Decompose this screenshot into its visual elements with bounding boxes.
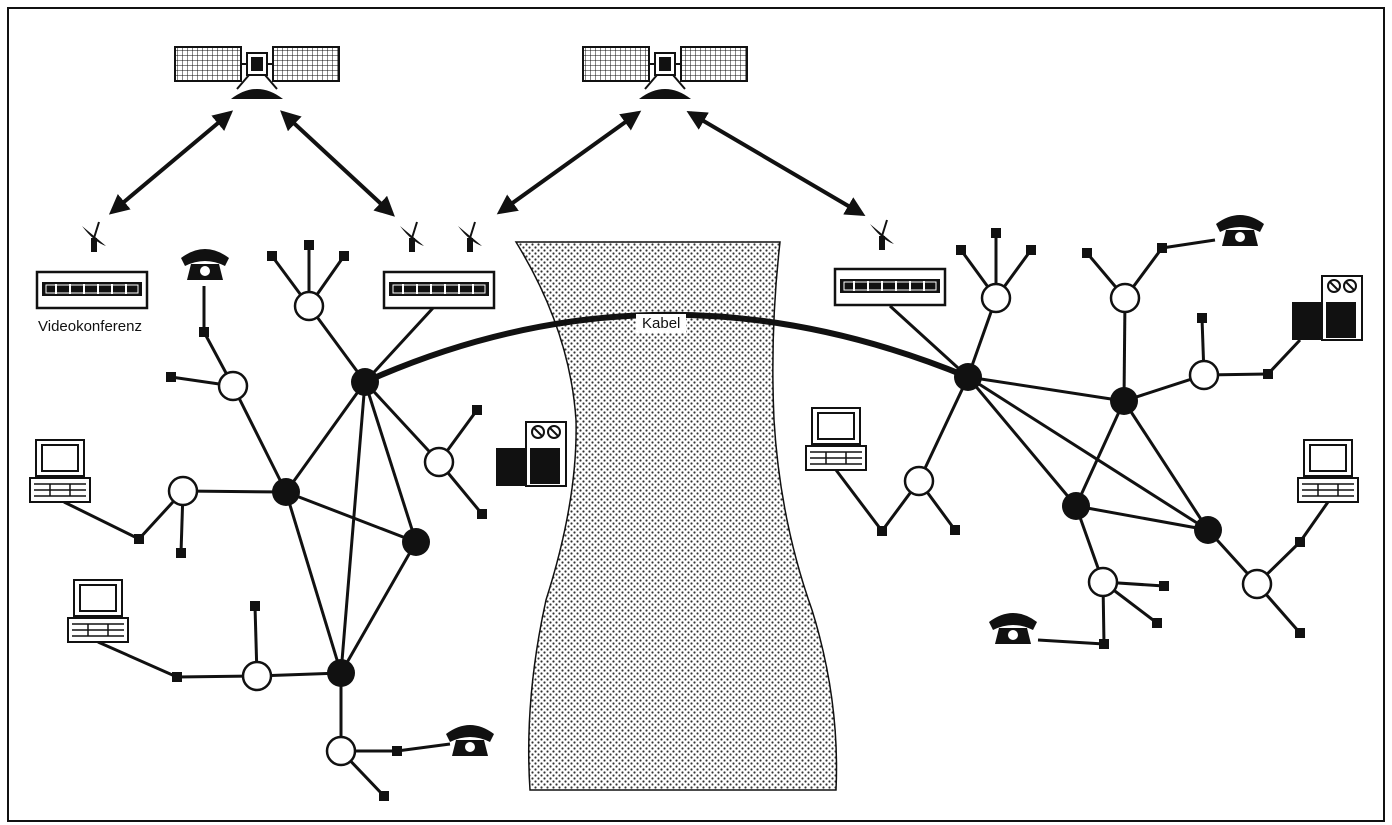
network-node-icon xyxy=(217,370,249,402)
terminal-endpoint-icon xyxy=(1157,243,1167,253)
terminal-endpoint-icon xyxy=(176,548,186,558)
terminal-endpoint-icon xyxy=(956,245,966,255)
telephone-icon xyxy=(1215,214,1265,247)
satellite-links xyxy=(108,110,866,217)
satellite-dish-icon xyxy=(457,221,483,253)
terminal-endpoint-icon xyxy=(339,251,349,261)
satellite-icon xyxy=(174,46,340,100)
fax-machine-icon xyxy=(495,421,567,487)
computer-terminal-icon xyxy=(67,579,129,643)
telephone-icon xyxy=(988,612,1038,645)
network-node-icon xyxy=(293,290,325,322)
river xyxy=(514,241,838,791)
terminal-endpoints xyxy=(134,228,1305,801)
terminal-endpoint-icon xyxy=(991,228,1001,238)
videoconference-label: Videokonferenz xyxy=(38,318,142,335)
terminal-endpoint-icon xyxy=(166,372,176,382)
network-node-icon xyxy=(423,446,455,478)
terminal-endpoint-icon xyxy=(304,240,314,250)
terminal-endpoint-icon xyxy=(267,251,277,261)
fax-machine-icon xyxy=(1291,275,1363,341)
network-node-icon xyxy=(402,528,430,556)
terminal-endpoint-icon xyxy=(472,405,482,415)
terminal-endpoint-icon xyxy=(477,509,487,519)
terminal-endpoint-icon xyxy=(379,791,389,801)
computer-terminal-icon xyxy=(1297,439,1359,503)
computer-terminal-icon xyxy=(805,407,867,471)
switch-nodes xyxy=(167,282,1273,767)
satellite-dish-icon xyxy=(81,221,107,253)
terminal-endpoint-icon xyxy=(1026,245,1036,255)
network-node-icon xyxy=(1188,359,1220,391)
cable-label: Kabel xyxy=(636,314,687,333)
network-node-icon xyxy=(1194,516,1222,544)
terminal-endpoint-icon xyxy=(950,525,960,535)
network-node-icon xyxy=(1062,492,1090,520)
left-network-links xyxy=(63,245,484,798)
terminal-endpoint-icon xyxy=(392,746,402,756)
terminal-endpoint-icon xyxy=(1197,313,1207,323)
terminal-endpoint-icon xyxy=(1159,581,1169,591)
network-node-icon xyxy=(272,478,300,506)
terminal-endpoint-icon xyxy=(1099,639,1109,649)
satellite-dish-icon xyxy=(869,219,895,251)
terminal-endpoint-icon xyxy=(134,534,144,544)
telephone-icon xyxy=(445,724,495,757)
network-node-icon xyxy=(954,363,982,391)
computer-terminal-icon xyxy=(29,439,91,503)
terminal-endpoint-icon xyxy=(1152,618,1162,628)
network-node-icon xyxy=(1241,568,1273,600)
terminal-endpoint-icon xyxy=(877,526,887,536)
terminal-endpoint-icon xyxy=(250,601,260,611)
ground-station-icon xyxy=(833,267,947,307)
network-node-icon xyxy=(1087,566,1119,598)
network-node-icon xyxy=(325,735,357,767)
network-node-icon xyxy=(351,368,379,396)
figure-frame xyxy=(7,7,1385,822)
terminal-endpoint-icon xyxy=(1082,248,1092,258)
ground-station-icon xyxy=(382,270,496,310)
network-node-icon xyxy=(327,659,355,687)
terminal-endpoint-icon xyxy=(1263,369,1273,379)
network-node-icon xyxy=(241,660,273,692)
telephone-icon xyxy=(180,248,230,281)
hub-nodes xyxy=(272,363,1222,687)
terminal-endpoint-icon xyxy=(1295,537,1305,547)
network-node-icon xyxy=(167,475,199,507)
satellite-dish-icon xyxy=(399,221,425,253)
network-node-icon xyxy=(903,465,935,497)
ground-station-icon xyxy=(35,270,149,310)
terminal-endpoint-icon xyxy=(1295,628,1305,638)
network-node-icon xyxy=(1109,282,1141,314)
network-node-icon xyxy=(1110,387,1138,415)
terminal-endpoint-icon xyxy=(199,327,209,337)
network-node-icon xyxy=(980,282,1012,314)
satellite-icon xyxy=(582,46,748,100)
terminal-endpoint-icon xyxy=(172,672,182,682)
